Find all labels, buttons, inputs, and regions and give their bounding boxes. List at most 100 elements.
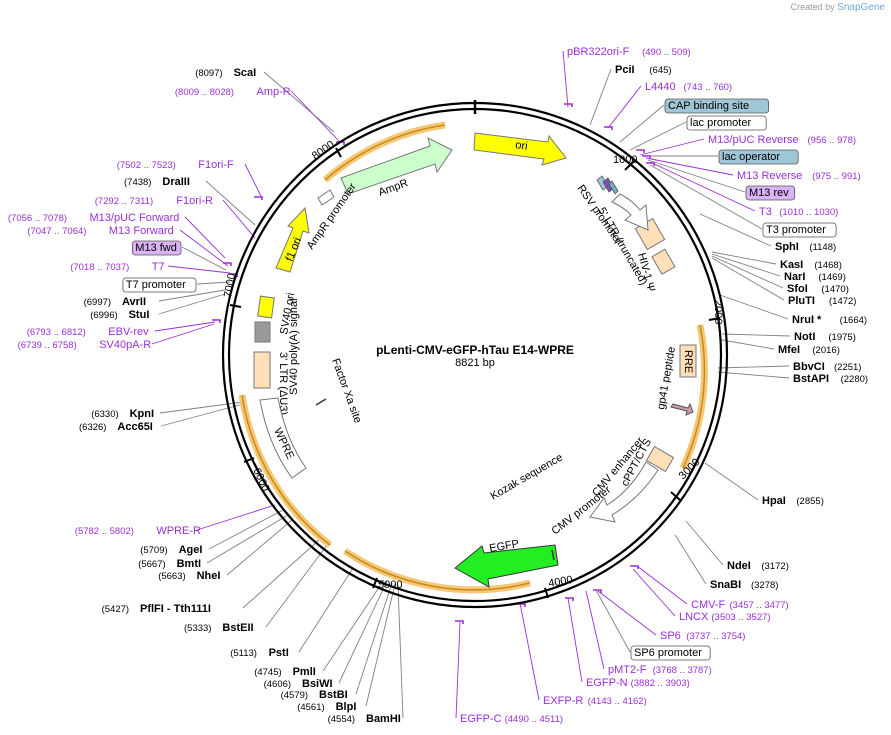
site-label[interactable]: NarI(1469): [784, 271, 846, 283]
site-label[interactable]: MfeI(2016): [778, 344, 840, 356]
site-label[interactable]: L4440(743 .. 760): [645, 81, 732, 93]
site-label[interactable]: PstI(5113): [230, 647, 289, 659]
site-label[interactable]: M13 rev: [745, 185, 796, 201]
site-label[interactable]: SP6(3737 .. 3754): [660, 630, 745, 642]
site-position: (2855): [796, 496, 823, 507]
site-position: (4554): [328, 714, 355, 725]
site-position: (1469): [818, 272, 845, 283]
site-name: SfoI: [787, 283, 808, 295]
site-label[interactable]: PmlI(4745): [254, 666, 316, 678]
leader-line: [151, 323, 215, 345]
site-label[interactable]: lac promoter: [686, 115, 767, 131]
site-label[interactable]: T7 promoter: [122, 277, 197, 293]
site-label[interactable]: M13/pUC Forward(7056 .. 7078): [8, 212, 179, 224]
site-label[interactable]: HpaI(2855): [762, 495, 824, 507]
primer-mark: [646, 162, 655, 166]
site-label[interactable]: ScaI (8097): [195, 67, 256, 79]
site-label[interactable]: EXFP-R(4143 .. 4162): [543, 695, 647, 707]
site-label[interactable]: EGFP-C(4490 .. 4511): [460, 713, 563, 725]
site-position: (490 .. 509): [642, 47, 691, 58]
site-label[interactable]: Amp-R(8009 .. 8028): [175, 86, 291, 98]
site-label[interactable]: SphI(1148): [775, 241, 836, 253]
site-name: EXFP-R: [543, 695, 583, 707]
site-name: lac promoter: [690, 117, 751, 129]
site-name: BamHI: [366, 713, 401, 725]
factor-xa-marker: [315, 398, 327, 406]
sv40-polya-label: SV40 poly(A) signal: [288, 298, 300, 395]
site-label[interactable]: F1ori-R(7292 .. 7311): [95, 195, 213, 207]
site-label[interactable]: F1ori-F(7502 .. 7523): [117, 159, 234, 171]
site-position: (4561): [297, 702, 324, 713]
leader-line: [154, 321, 216, 332]
feature-label-box: [718, 149, 799, 165]
site-name: BstAPI: [793, 373, 829, 385]
site-name: PstI: [269, 647, 289, 659]
leader-line: [721, 333, 791, 337]
site-name: T3 promoter: [766, 224, 826, 236]
site-label[interactable]: BlpI(4561): [297, 701, 356, 713]
site-label[interactable]: AgeI(5709): [140, 544, 202, 556]
site-label[interactable]: T3 promoter: [762, 222, 837, 238]
site-label[interactable]: EBV-rev(6793 .. 6812): [27, 326, 149, 338]
site-label[interactable]: BstAPI(2280): [793, 373, 868, 385]
site-label[interactable]: KpnI(6330): [91, 408, 154, 420]
site-label[interactable]: lac operator: [718, 149, 799, 165]
site-position: (5663): [158, 571, 185, 582]
site-position: (2251): [834, 362, 861, 373]
tick-label: 1000: [613, 154, 637, 166]
site-name: SphI: [775, 241, 799, 253]
site-label[interactable]: T3(1010 .. 1030): [759, 206, 838, 218]
site-name: CMV-F: [691, 599, 726, 611]
site-label[interactable]: EGFP-N(3882 .. 3903): [586, 677, 690, 689]
site-label[interactable]: BbvCI(2251): [793, 361, 861, 373]
site-label[interactable]: KasI(1468): [780, 259, 842, 271]
primer-mark: [565, 597, 574, 601]
site-label[interactable]: SV40pA-R(6739 .. 6758): [18, 339, 152, 351]
site-label[interactable]: SfoI(1470): [787, 283, 849, 295]
leader-line: [206, 514, 289, 564]
site-label[interactable]: NdeI(3172): [727, 560, 789, 572]
site-label[interactable]: PflFI - Tth111I(5427): [102, 603, 211, 615]
site-label[interactable]: LNCX(3503 .. 3527): [679, 611, 771, 623]
site-label[interactable]: BsiWI(4606): [264, 678, 333, 690]
site-label[interactable]: BstEII(5333): [184, 622, 254, 634]
site-label[interactable]: NruI *(1664): [792, 314, 867, 326]
kozak-label: Kozak sequence: [489, 452, 565, 503]
site-label[interactable]: BstBI(4579): [281, 689, 348, 701]
site-label[interactable]: NotI(1975): [794, 331, 856, 343]
site-label[interactable]: Acc65I(6326): [79, 421, 153, 433]
site-label[interactable]: AvrII(6997): [84, 296, 146, 308]
site-label[interactable]: M13 fwd: [131, 240, 182, 256]
site-label[interactable]: T7(7018 .. 7037): [70, 261, 164, 273]
site-label[interactable]: M13 Forward(7047 .. 7064): [27, 225, 173, 237]
site-label[interactable]: BamHI (4554): [328, 713, 401, 725]
site-label[interactable]: CAP binding site: [664, 98, 769, 114]
wpre-feature: [259, 397, 307, 479]
site-position: (956 .. 978): [808, 135, 857, 146]
site-label[interactable]: SnaBI(3278): [710, 579, 778, 591]
site-position: (5427): [102, 604, 129, 615]
leader-line: [355, 582, 393, 695]
f1-ori-feature: [275, 206, 310, 273]
site-label[interactable]: StuI(6996): [90, 309, 149, 321]
site-label[interactable]: M13 Reverse(975 .. 991): [737, 170, 861, 182]
site-position: (8009 .. 8028): [175, 87, 234, 98]
feature-label-box: [630, 645, 711, 661]
leader-line: [699, 213, 772, 247]
site-position: (8097): [195, 68, 222, 79]
leader-line: [196, 281, 231, 285]
site-label[interactable]: DraIII(7438): [124, 176, 190, 188]
site-name: EGFP-C: [460, 713, 502, 725]
site-label[interactable]: SP6 promoter: [630, 645, 711, 661]
site-label[interactable]: PciI(645): [615, 64, 672, 76]
site-label[interactable]: M13/pUC Reverse(956 .. 978): [708, 134, 856, 146]
site-label[interactable]: pBR322ori-F(490 .. 509): [567, 46, 691, 58]
site-label[interactable]: CMV-F(3457 .. 3477): [691, 599, 789, 611]
site-label[interactable]: pMT2-F(3768 .. 3787): [608, 664, 712, 676]
site-label[interactable]: WPRE-R(5782 .. 5802): [75, 525, 201, 537]
site-label[interactable]: BmtI(5667): [138, 558, 201, 570]
primer-mark: [455, 620, 464, 624]
site-name: ScaI: [234, 67, 257, 79]
site-label[interactable]: NheI(5663): [158, 570, 220, 582]
site-label[interactable]: PluTI(1472): [788, 295, 856, 307]
